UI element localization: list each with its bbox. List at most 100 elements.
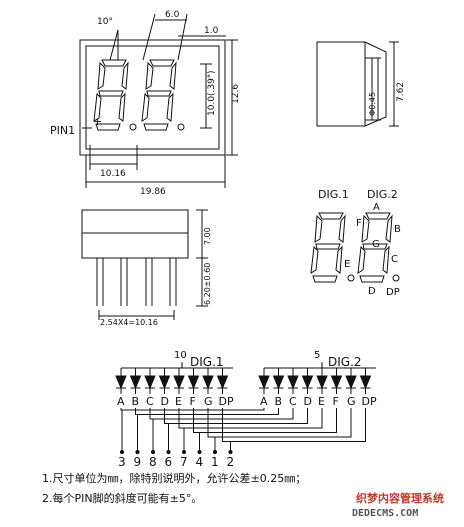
pin-number: 1 [211,455,219,469]
segment-label: G [347,395,356,408]
front-top-dim-lines [109,13,226,61]
legend-seg-d: D [368,286,376,297]
diode-1-b [129,368,142,394]
segment-wire-dp [222,408,366,442]
diode-2-g [345,368,357,394]
side-pin-lines [365,57,381,121]
segment-label: A [117,395,125,408]
side-body [316,41,366,127]
legend-seg-dp: DP [386,287,400,298]
front-digit-1 [93,59,137,131]
segment-label: E [175,395,182,408]
legend-seg-a: A [373,202,380,213]
note-pin-slope: 2.每个PIN脚的斜度可能有±5°。 [42,492,203,505]
side-view: Φ0.45 7.62 [316,41,406,127]
segment-wire-b [135,408,279,415]
segment-label: D [161,395,169,408]
digit-height-label: 10.0(.39") [207,70,217,116]
pin1-label: PIN1 [50,124,75,137]
front-body-outline [79,39,226,156]
bottom-body [81,209,189,259]
pin-dot [166,449,171,455]
pin-number: 3 [118,455,126,469]
diode-2-b [272,368,285,394]
segment-label: B [275,395,283,408]
segment-label: C [289,395,297,408]
digit-width-label: 6.0 [165,10,180,20]
segment-label: DP [219,395,234,408]
pin-dot [150,449,156,455]
segment-wire-a [120,408,265,411]
pin-dot [228,449,233,455]
body-width-label: 19.86 [140,187,166,197]
angle-label: 10° [97,17,113,27]
legend-digit-2 [357,212,400,283]
pin-dot [119,449,125,455]
segment-wire-d [164,408,308,424]
pin-number: 9 [134,455,142,469]
bottom-pins [96,258,177,306]
stroke-width-label: 1.0 [204,26,219,36]
segment-label: DP [362,395,377,408]
segment-label: B [132,395,140,408]
segment-wire-e [178,408,323,429]
legend-seg-f: F [356,218,362,229]
pin-dot [181,449,187,455]
note-units: 1.尺寸单位为㎜，除特别说明外，允许公差±0.25㎜； [42,472,307,485]
segment-label: C [146,395,154,408]
legend-seg-b: B [394,224,401,235]
pin-number: 7 [180,455,188,469]
segment-label: F [190,395,196,408]
diode-1-g [202,368,214,394]
diode-2-dp [359,368,372,394]
diode-1-e [173,368,185,394]
pin-dot [135,449,140,455]
dig2-label: DIG.2 [328,355,362,369]
dig1-pin-number: 10 [174,350,187,361]
body-height-dim-label: 7.00 [203,227,212,245]
pin-length-label: 6.20±0.60 [203,263,212,305]
segment-label: D [304,395,312,408]
diode-1-a [115,368,127,394]
segment-label: E [318,395,325,408]
side-depth-dim [389,41,399,127]
front-inner-outline [85,45,220,150]
segment-label: A [260,395,268,408]
segment-wire-f [193,408,337,433]
common-anode-bus [121,362,376,369]
legend-seg-g: G [372,239,380,250]
pin-dot [212,449,218,455]
pin-number: 6 [165,455,173,469]
side-depth-label: 7.62 [396,82,406,102]
diode-2-e [316,368,328,394]
diode-1-d [158,368,171,394]
front-right-dim-lines [200,39,238,156]
diode-2-a [258,368,270,394]
digit-pitch-label: 10.16 [100,169,126,179]
pin-number: 2 [227,455,235,469]
diode-1-c [144,368,156,394]
legend-dig1-label: DIG.1 [318,188,349,201]
side-pin-outline [364,41,387,127]
dig1-label: DIG.1 [190,355,224,369]
diode-2-f [330,368,343,394]
pin-dot [197,449,202,455]
segment-label: G [204,395,213,408]
pin1-plus: + [93,115,102,128]
segment-legend: DIG.1 DIG.2 A B C D E F G DP [310,188,401,298]
diode-2-d [301,368,314,394]
segment-wire-g [207,408,352,438]
diode-1-dp [216,368,229,394]
diode-1-f [187,368,200,394]
pin-pitch-label: 2.54X4=10.16 [100,318,158,327]
pin-number: 4 [196,455,204,469]
legend-digit-1 [310,212,355,283]
body-height-label: 12.6 [231,84,241,104]
legend-dig2-label: DIG.2 [367,188,398,201]
watermark-en: DEDECMS.COM [352,508,419,519]
front-bottom-dim-lines [85,145,226,188]
